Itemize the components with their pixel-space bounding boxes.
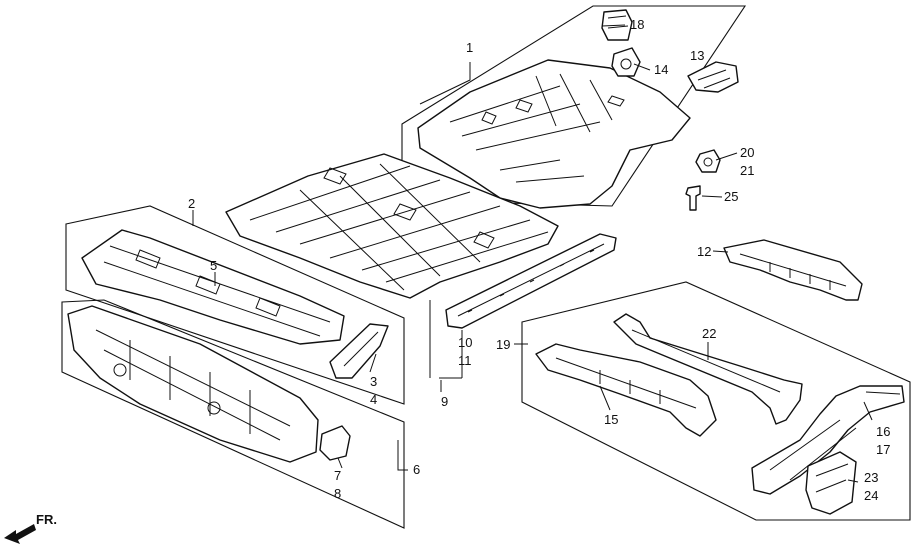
callout-2: 2: [188, 196, 195, 211]
callout-13: 13: [690, 48, 704, 63]
callout-19: 19: [496, 337, 510, 352]
callout-16: 16: [876, 424, 890, 439]
rear-frame-group: [521, 281, 911, 521]
rear-crossmember-22: [613, 313, 803, 425]
bracket-7-8: [319, 425, 351, 461]
callout-3: 3: [370, 374, 377, 389]
dashboard-upper-group-box: [65, 205, 405, 405]
callout-12: 12: [697, 244, 711, 259]
callout-labels: 1 2 3 4 5 6 7 8 9 10 11 12 13 14 15 16 1…: [188, 17, 890, 503]
rear-bracket-23-24: [805, 451, 857, 515]
rear-panel-12: [723, 239, 863, 301]
callout-25: 25: [724, 189, 738, 204]
bolt-25: [685, 185, 701, 211]
callout-18: 18: [630, 17, 644, 32]
leader-lines: [192, 24, 873, 483]
dashboard-upper-group: [65, 205, 405, 405]
callout-8: 8: [334, 486, 341, 501]
callout-15: 15: [604, 412, 618, 427]
side-sill: [445, 233, 617, 329]
rear-frame-group-box: [521, 281, 911, 521]
callout-7: 7: [334, 468, 341, 483]
bracket-14: [611, 47, 641, 77]
front-arrow-icon: [4, 524, 36, 544]
callout-24: 24: [864, 488, 878, 503]
dashboard-lower-group-box: [61, 299, 405, 529]
callout-1: 1: [466, 40, 473, 55]
callout-10: 10: [458, 335, 472, 350]
callout-17: 17: [876, 442, 890, 457]
rear-floor-panel: [417, 59, 691, 209]
rear-side-frame-16-17: [751, 385, 905, 495]
callout-4: 4: [370, 392, 377, 407]
front-direction-indicator: FR.: [4, 512, 57, 544]
callout-22: 22: [702, 326, 716, 341]
callout-11: 11: [458, 353, 472, 368]
dashboard-lower-group: [61, 299, 405, 529]
front-direction-label: FR.: [36, 512, 57, 527]
callout-20: 20: [740, 145, 754, 160]
callout-5: 5: [210, 258, 217, 273]
front-floor-group: [225, 153, 559, 299]
callout-23: 23: [864, 470, 878, 485]
bracket-13: [687, 61, 739, 93]
callout-6: 6: [413, 462, 420, 477]
callout-14: 14: [654, 62, 668, 77]
rear-floor-group: [401, 5, 747, 209]
front-floor-panel: [225, 153, 559, 299]
callout-9: 9: [441, 394, 448, 409]
nut-20-21: [695, 149, 721, 173]
callout-21: 21: [740, 163, 754, 178]
